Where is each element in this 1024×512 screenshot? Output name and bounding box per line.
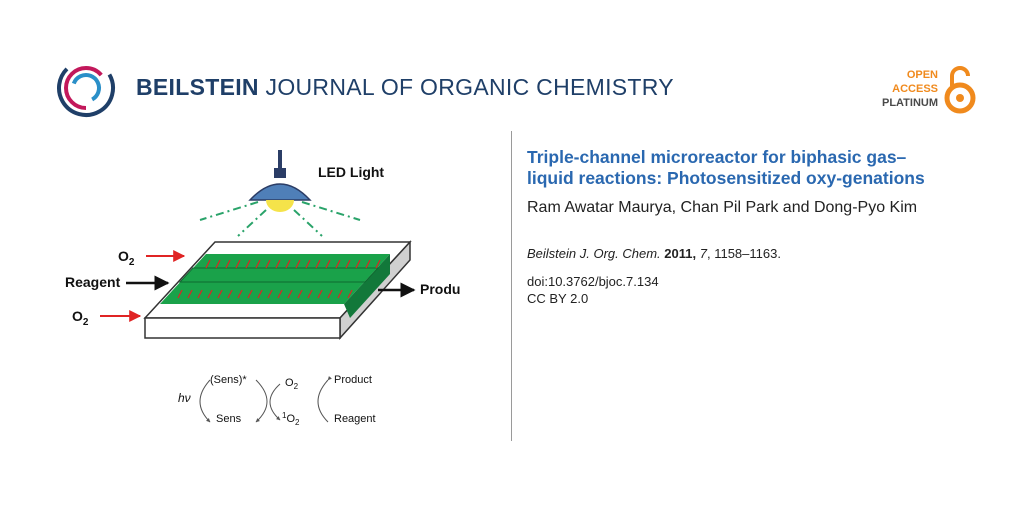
scheme-arc-middle-left — [269, 383, 281, 421]
oa-line-platinum: PLATINUM — [881, 97, 938, 109]
led-light-label: LED Light — [318, 164, 384, 180]
scheme-arc-middle-right — [255, 379, 268, 423]
open-lock-icon — [944, 66, 976, 114]
product-label: Product — [420, 281, 460, 297]
membrane-red-lines — [177, 259, 381, 299]
article-meta: doi:10.3762/bjoc.7.134 CC BY 2.0 — [527, 273, 947, 307]
o2-top-label: O2 — [118, 248, 135, 268]
article-info: Triple-channel microreactor for biphasic… — [527, 147, 947, 307]
journal-header: BEILSTEIN JOURNAL OF ORGANIC CHEMISTRY O… — [56, 58, 976, 118]
microreactor-chip — [143, 240, 412, 340]
open-access-badge: OPEN ACCESS PLATINUM — [856, 64, 976, 114]
graphical-abstract-figure: LED Light O2 Reagent — [65, 150, 460, 427]
journal-name-bold: BEILSTEIN — [136, 74, 259, 100]
photosensitization-scheme: hν (Sens)* Sens O2 1O2 Product Reagent — [178, 374, 376, 427]
journal-name-rest: JOURNAL OF ORGANIC CHEMISTRY — [265, 74, 674, 100]
article-citation: Beilstein J. Org. Chem. 2011, 7, 1158–11… — [527, 246, 781, 261]
scheme-arc-left — [199, 379, 211, 423]
scheme-product-label: Product — [334, 374, 372, 386]
citation-year: 2011 — [664, 246, 693, 261]
reagent-label: Reagent — [65, 274, 121, 290]
article-authors: Ram Awatar Maurya, Chan Pil Park and Don… — [527, 199, 918, 216]
sens-label: Sens — [216, 413, 242, 425]
oa-line-open: OPEN — [906, 69, 938, 81]
o2-scheme-label: O2 — [285, 377, 299, 391]
article-license: CC BY 2.0 — [527, 291, 589, 306]
scheme-reagent-label: Reagent — [334, 413, 376, 425]
citation-pages: 1158–1163. — [714, 246, 781, 261]
light-rays — [199, 201, 361, 237]
sens-excited-label: (Sens)* — [210, 374, 247, 386]
article-doi[interactable]: doi:10.3762/bjoc.7.134 — [527, 274, 659, 289]
hv-label: hν — [178, 391, 191, 405]
citation-journal: Beilstein J. Org. Chem. — [527, 246, 661, 261]
article-title[interactable]: Triple-channel microreactor for biphasic… — [527, 147, 925, 188]
vertical-divider — [511, 131, 512, 441]
singlet-o2-label: 1O2 — [282, 411, 300, 427]
scheme-arc-right — [317, 375, 332, 423]
oa-line-access: ACCESS — [892, 83, 938, 95]
led-lamp-icon — [248, 150, 312, 212]
o2-bottom-label: O2 — [72, 308, 89, 328]
beilstein-logo-icon — [57, 59, 115, 117]
citation-volume: 7 — [699, 246, 707, 261]
journal-title: BEILSTEIN JOURNAL OF ORGANIC CHEMISTRY — [136, 74, 674, 101]
